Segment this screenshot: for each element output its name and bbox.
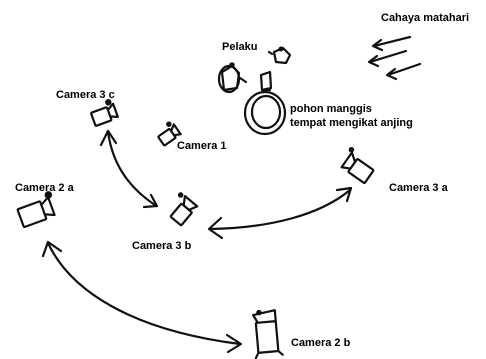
double-arrow-icon [99,129,159,209]
camera-icon [157,121,182,147]
sun-ray-arrow [367,49,408,68]
double-arrow-icon [207,186,353,240]
camera-icon [16,191,56,229]
camera-1-label: Camera 1 [177,140,227,152]
actor-figure-icon [217,62,248,94]
camera-3c-label: Camera 3 c [56,89,115,101]
camera-icon [90,99,119,127]
sun-ray-arrow [385,62,422,81]
camera-2a-label: Camera 2 a [15,182,74,194]
tree-label-line2: tempat mengikat anjing [290,117,413,129]
sun-label: Cahaya matahari [381,12,470,24]
sunlight-arrows-icon [367,35,422,81]
camera-3a-label: Camera 3 a [389,182,448,194]
sun-ray-arrow [371,35,412,52]
camera-2b-label: Camera 2 b [291,337,351,349]
camera-icon [169,192,199,227]
tree-icon [243,88,287,136]
camera-3b-label: Camera 3 b [132,240,192,252]
tree-label-line1: pohon manggis [290,103,372,115]
camera-icon [252,309,284,359]
actor-label: Pelaku [222,41,258,53]
camera-icon [340,146,375,185]
actor-figure-icon [259,70,273,92]
actor-figure-icon [267,46,292,65]
double-arrow-icon [41,240,243,354]
